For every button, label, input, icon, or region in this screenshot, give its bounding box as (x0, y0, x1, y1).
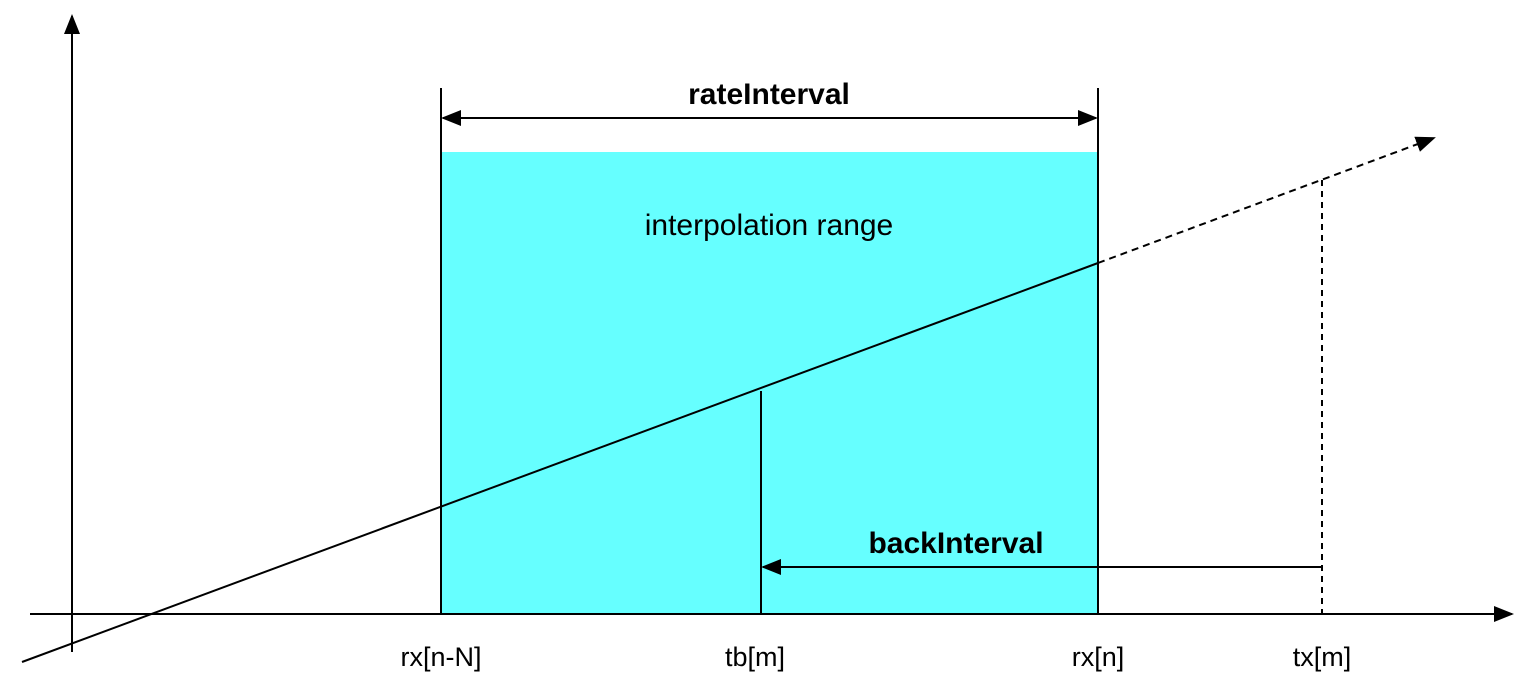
tick-label-tb-m: tb[m] (725, 642, 785, 672)
tick-label-tx-m: tx[m] (1293, 642, 1352, 672)
tick-label-rx-n-minus-N: rx[n-N] (401, 642, 482, 672)
interpolation-range-label: interpolation range (645, 209, 894, 242)
tick-label-rx-n: rx[n] (1072, 642, 1125, 672)
signal-line (21, 262, 1099, 663)
back-interval-label: backInterval (868, 527, 1043, 560)
rate-interval-label: rateInterval (688, 78, 850, 111)
interpolation-range-box (441, 152, 1098, 614)
signal-line-extrapolated (1097, 136, 1436, 264)
